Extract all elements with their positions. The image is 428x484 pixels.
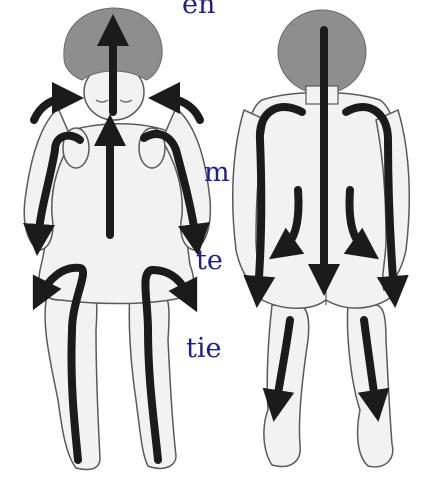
edge-text-1: en (182, 0, 215, 20)
edge-text-2: m (204, 158, 230, 188)
edge-text-4: tie (186, 334, 221, 364)
edge-text-3: te (196, 246, 223, 276)
front-view-figure (24, 8, 210, 470)
